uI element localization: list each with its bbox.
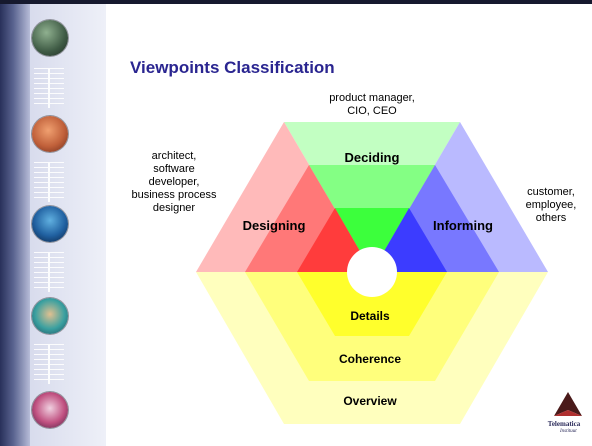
photo-icon — [32, 206, 68, 242]
stakeholder-top-text: product manager, CIO, CEO — [329, 92, 415, 117]
stakeholder-left-label: architect, software developer, business … — [116, 150, 232, 215]
ruler-decoration — [34, 252, 64, 292]
stakeholder-right-text: customer, employee, others — [525, 186, 577, 224]
telematica-logo-icon — [554, 392, 582, 416]
ruler-decoration — [34, 68, 64, 108]
center-circle — [347, 247, 397, 297]
top-border — [0, 0, 592, 4]
stakeholder-top-label: product manager, CIO, CEO — [308, 92, 436, 118]
left-gradient-edge — [0, 0, 30, 446]
photo-icon — [32, 298, 68, 334]
overview-label: Overview — [343, 394, 397, 408]
stakeholder-right-label: customer, employee, others — [518, 186, 584, 225]
photo-icon — [32, 20, 68, 56]
details-label: Details — [350, 309, 390, 323]
ruler-decoration — [34, 162, 64, 202]
coherence-label: Coherence — [339, 352, 401, 366]
ruler-decoration — [34, 344, 64, 384]
stakeholder-left-text: architect, software developer, business … — [131, 150, 217, 214]
slide-title: Viewpoints Classification — [130, 58, 335, 77]
details-segment — [297, 272, 447, 336]
photo-icon — [32, 116, 68, 152]
deciding-label: Deciding — [345, 150, 400, 165]
logo-text: Telematica — [547, 420, 581, 428]
photo-icon — [32, 392, 68, 428]
designing-label: Designing — [243, 218, 306, 233]
logo-subtext: Instituut — [560, 429, 577, 434]
informing-label: Informing — [433, 218, 493, 233]
deciding-inner-segment — [335, 208, 409, 272]
